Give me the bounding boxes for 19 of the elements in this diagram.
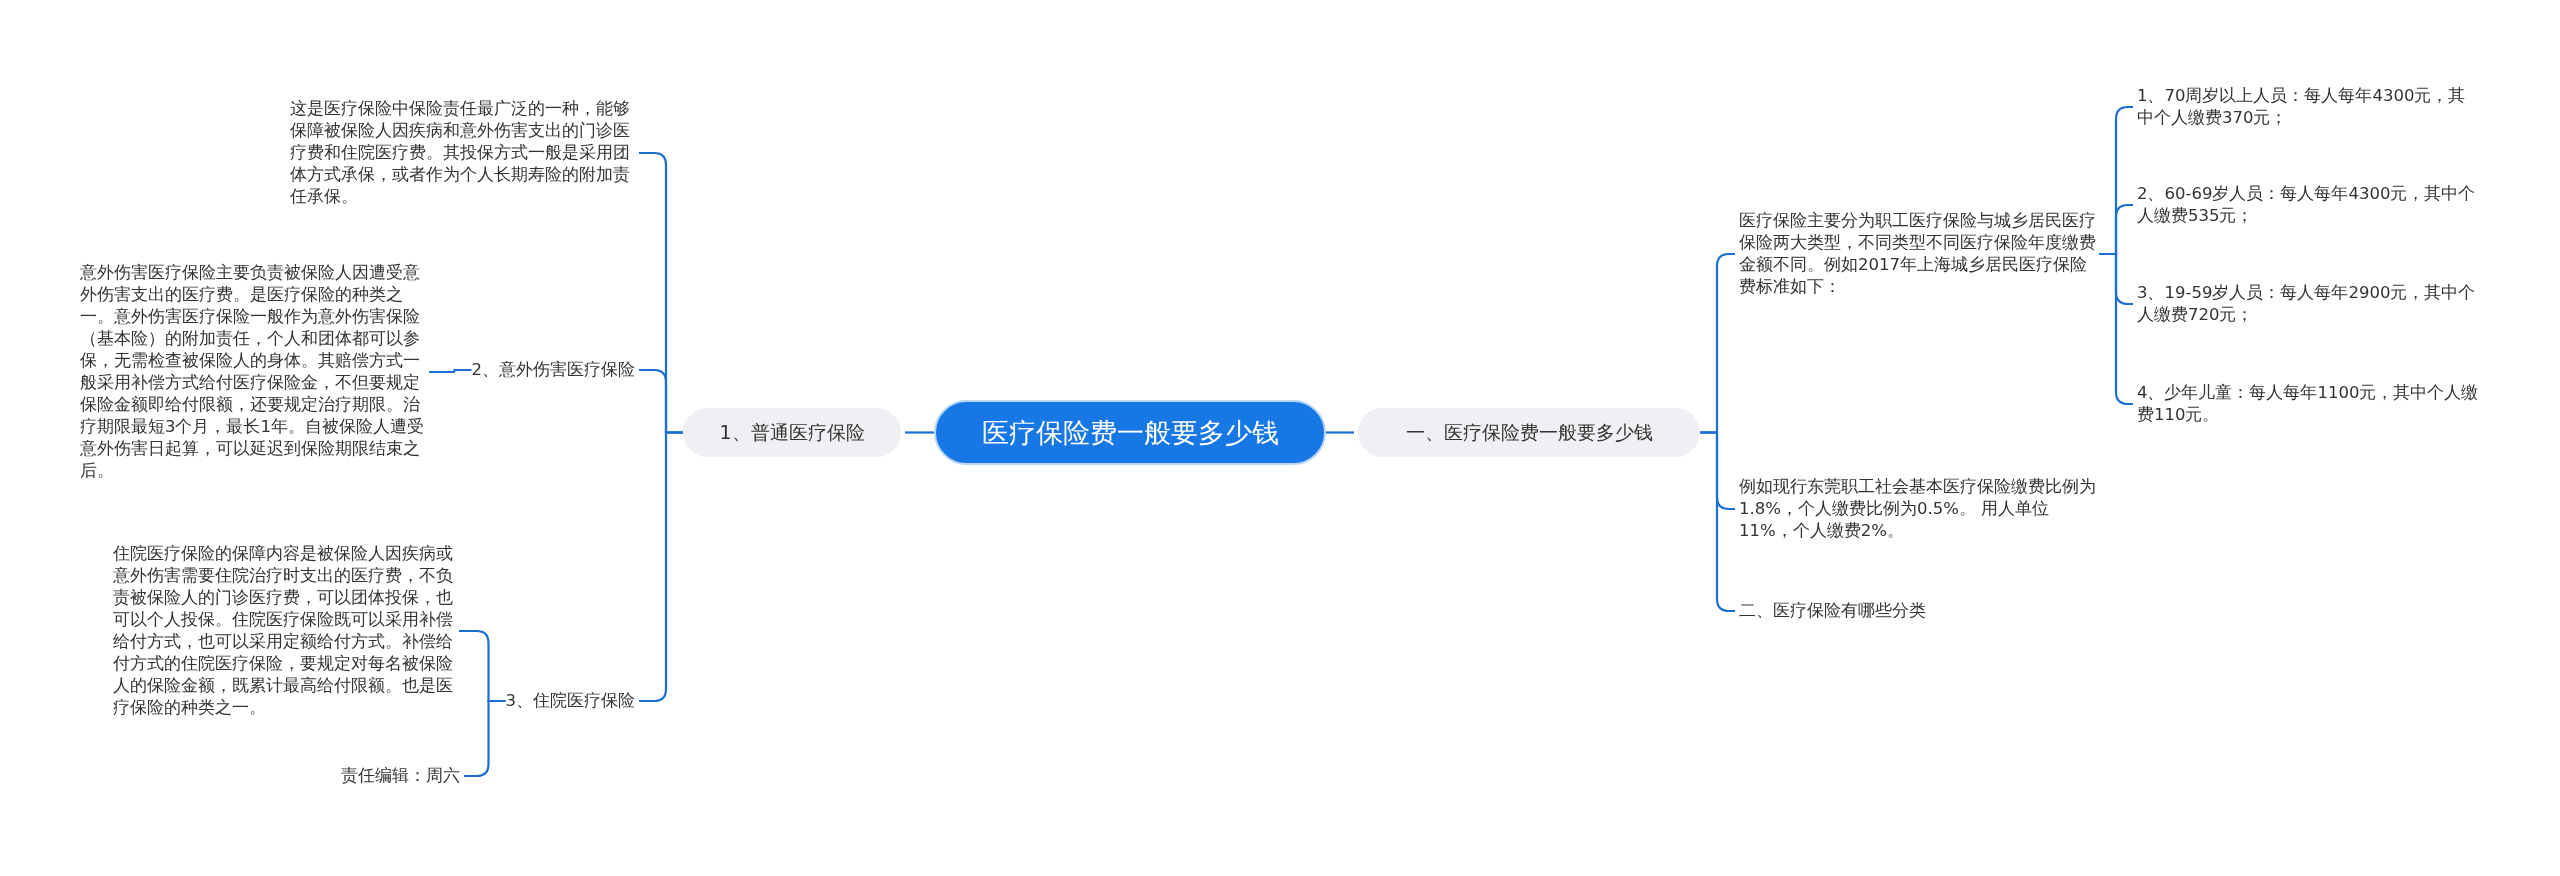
branch-text: 2、60-69岁人员：每人每年4300元，其中个人缴费535元；: [2137, 183, 2477, 227]
branch-text: 住院医疗保险的保障内容是被保险人因疾病或意外伤害需要住院治疗时支出的医疗费，不负责被保险人的门诊医疗费，可以团体投保，也可以个人投保。住院医疗保险既可以采用补偿给付方式，也可以采用定额给付方式。补偿给付方式的住院医疗保险，要规定对每名被保险人的保险金额，既累计最高给付限额。也是医疗保险的种类之一。: [113, 543, 454, 719]
branch-text: 二、医疗保险有哪些分类: [1739, 600, 1926, 622]
central-topic: 医疗保险费一般要多少钱: [934, 400, 1326, 465]
branch-text: 2、意外伤害医疗保险: [471, 359, 635, 381]
branch-text: 这是医疗保险中保险责任最广泛的一种，能够保障被保险人因疾病和意外伤害支出的门诊医疗费和住院医疗费。其投保方式一般是采用团体方式承保，或者作为个人长期寿险的附加责任承保。: [290, 98, 631, 208]
branch-text: 意外伤害医疗保险主要负责被保险人因遭受意外伤害支出的医疗费。是医疗保险的种类之一。意外伤害医疗保险一般作为意外伤害保险（基本险）的附加责任，个人和团体都可以参保，无需检查被保险人的身体。其赔偿方式一般采用补偿方式给付医疗保险金，不但要规定保险金额即给付限额，还要规定治疗期限。治疗期限最短3个月，最长1年。自被保险人遭受意外伤害日起算，可以延迟到保险期限结束之后。: [80, 262, 425, 482]
branch-text: 1、70周岁以上人员：每人每年4300元，其中个人缴费370元；: [2137, 85, 2467, 129]
branch-text: 3、19-59岁人员：每人每年2900元，其中个人缴费720元；: [2137, 282, 2477, 326]
connector-line: [429, 368, 472, 374]
branch-text: 医疗保险主要分为职工医疗保险与城乡居民医疗保险两大类型，不同类型不同医疗保险年度缴费金额不同。例如2017年上海城乡居民医疗保险费标准如下：: [1739, 210, 2097, 298]
branch-text: 责任编辑：周六: [341, 765, 460, 787]
branch-text: 3、住院医疗保险: [505, 690, 635, 712]
branch-text: 4、少年儿童：每人每年1100元，其中个人缴费110元。: [2137, 382, 2480, 426]
branch-text: 例如现行东莞职工社会基本医疗保险缴费比例为1.8%，个人缴费比例为0.5%。 用人单位11%，个人缴费2%。: [1739, 476, 2097, 542]
connector-line: [905, 431, 934, 434]
topic-pill: 1、普通医疗保险: [683, 408, 901, 457]
topic-pill: 一、医疗保险费一般要多少钱: [1358, 408, 1700, 457]
connector-line: [1326, 431, 1354, 434]
